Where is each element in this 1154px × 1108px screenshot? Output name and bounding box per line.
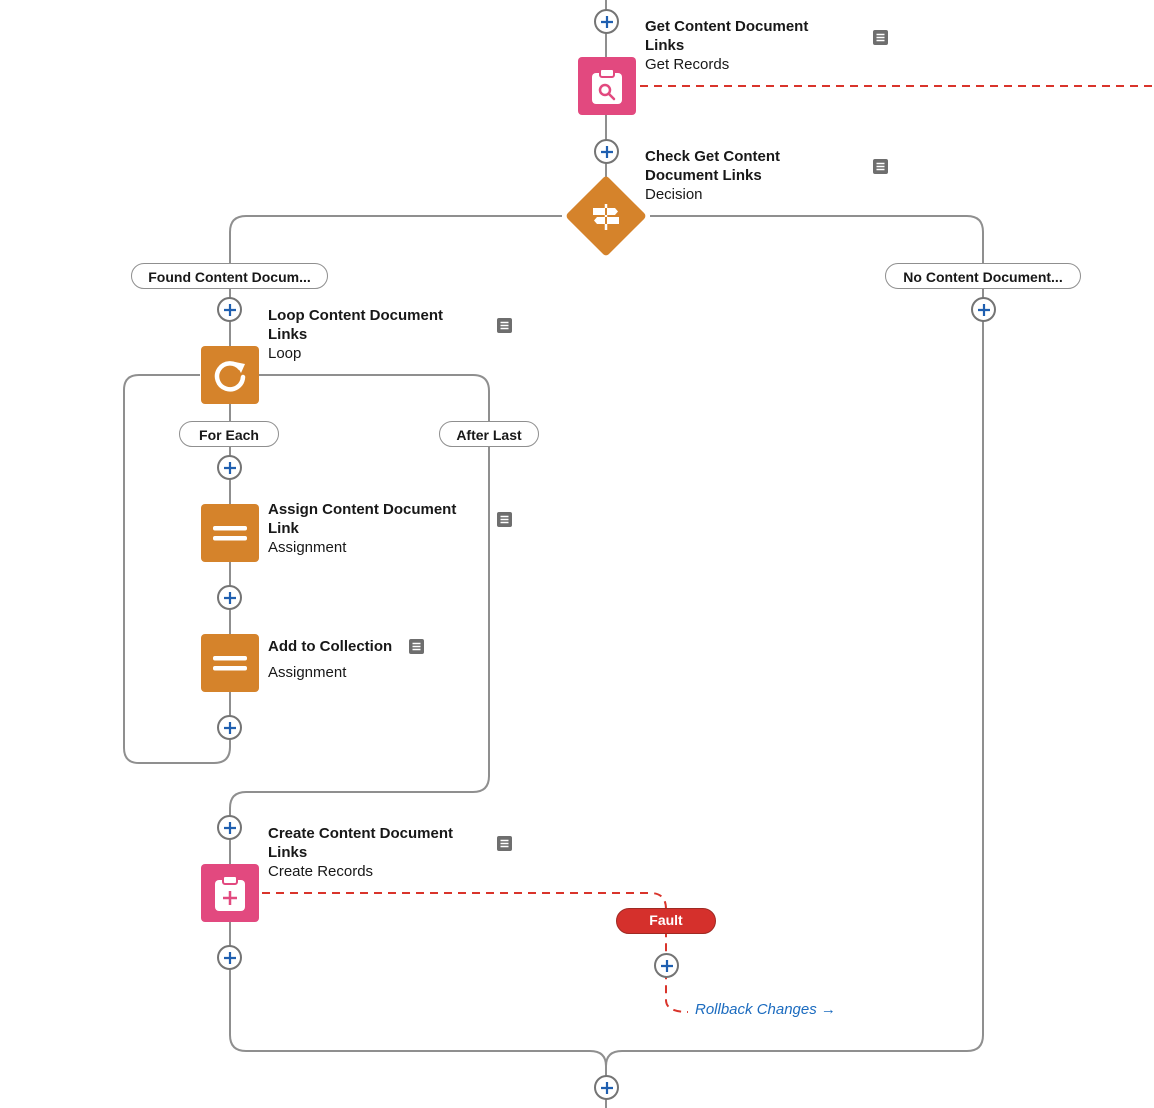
for-each-pill[interactable]: For Each: [179, 421, 279, 447]
add-element-button[interactable]: [971, 297, 996, 322]
plus-icon: [600, 145, 613, 158]
description-icon[interactable]: [409, 639, 424, 654]
node-type: Decision: [645, 186, 703, 203]
plus-icon: [600, 1081, 613, 1094]
connector-line: [229, 374, 490, 864]
plus-icon: [223, 461, 236, 474]
fault-pill[interactable]: Fault: [616, 908, 716, 934]
add-element-button[interactable]: [217, 715, 242, 740]
assignment-node[interactable]: [201, 634, 259, 692]
assignment-label[interactable]: Assign Content Document Link Assignment: [268, 500, 483, 557]
connector-line: [605, 215, 984, 1108]
add-element-button[interactable]: [654, 953, 679, 978]
add-to-collection-label[interactable]: Add to Collection Assignment: [268, 637, 418, 682]
signpost-icon: [593, 204, 619, 230]
get-records-node[interactable]: [578, 57, 636, 115]
description-icon[interactable]: [497, 836, 512, 851]
add-element-button[interactable]: [217, 455, 242, 480]
node-type: Get Records: [645, 56, 730, 73]
assignment-node[interactable]: [201, 504, 259, 562]
add-element-button[interactable]: [594, 9, 619, 34]
plus-icon: [223, 591, 236, 604]
create-records-node[interactable]: [201, 864, 259, 922]
node-title: Assign Content Document Link: [268, 501, 457, 537]
node-title: Check Get Content Document Links: [645, 148, 781, 184]
node-type: Assignment: [268, 664, 347, 681]
connector-line: [229, 215, 562, 346]
outcome-none-pill[interactable]: No Content Document...: [885, 263, 1081, 289]
plus-icon: [223, 721, 236, 734]
clipboard-search-icon: [592, 68, 622, 104]
loop-label[interactable]: Loop Content Document Links Loop: [268, 306, 478, 363]
node-title: Get Content Document Links: [645, 18, 809, 54]
connector-line: [123, 374, 231, 764]
clipboard-add-icon: [215, 875, 245, 911]
node-title: Create Content Document Links: [268, 825, 454, 861]
plus-icon: [600, 15, 613, 28]
get-records-label[interactable]: Get Content Document Links Get Records: [645, 17, 845, 74]
node-type: Loop: [268, 345, 302, 362]
node-title: Loop Content Document Links: [268, 307, 443, 343]
description-icon[interactable]: [497, 512, 512, 527]
description-icon[interactable]: [873, 159, 888, 174]
after-last-pill[interactable]: After Last: [439, 421, 539, 447]
plus-icon: [223, 821, 236, 834]
plus-icon: [223, 303, 236, 316]
outcome-found-pill[interactable]: Found Content Docum...: [131, 263, 328, 289]
rollback-changes-link[interactable]: Rollback Changes →: [695, 1001, 836, 1018]
equals-icon: [213, 526, 247, 541]
add-element-button[interactable]: [594, 1075, 619, 1100]
connector-line: [229, 921, 607, 1067]
decision-label[interactable]: Check Get Content Document Links Decisio…: [645, 147, 845, 204]
add-element-button[interactable]: [217, 815, 242, 840]
description-icon[interactable]: [497, 318, 512, 333]
plus-icon: [223, 951, 236, 964]
node-type: Assignment: [268, 539, 347, 556]
node-type: Create Records: [268, 863, 374, 880]
plus-icon: [977, 303, 990, 316]
add-element-button[interactable]: [217, 585, 242, 610]
add-element-button[interactable]: [217, 945, 242, 970]
node-title: Add to Collection: [268, 638, 393, 655]
loop-arrow-icon: [214, 361, 246, 392]
add-element-button[interactable]: [217, 297, 242, 322]
plus-icon: [660, 959, 673, 972]
description-icon[interactable]: [873, 30, 888, 45]
create-records-label[interactable]: Create Content Document Links Create Rec…: [268, 824, 483, 881]
loop-node[interactable]: [201, 346, 259, 404]
equals-icon: [213, 656, 247, 671]
add-element-button[interactable]: [594, 139, 619, 164]
